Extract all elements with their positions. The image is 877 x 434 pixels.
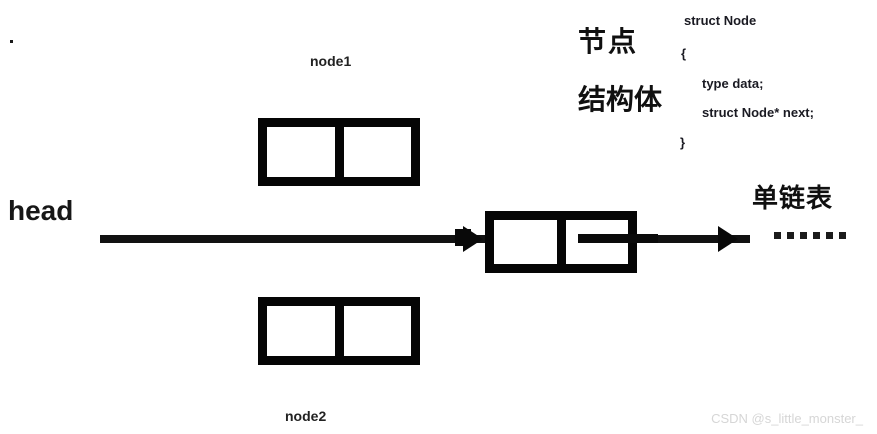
code-line-next-member: struct Node* next;	[702, 105, 814, 120]
linked-list-spine-line	[100, 235, 750, 243]
ellipsis-dot	[839, 232, 846, 239]
ellipsis-dots	[774, 232, 846, 239]
ellipsis-dot	[787, 232, 794, 239]
code-line-open-brace: {	[681, 46, 687, 61]
node1-box	[258, 118, 420, 186]
node2-caption: node2	[285, 408, 327, 424]
arrowhead-into-node-icon	[463, 226, 483, 252]
next-pointer-stub	[578, 234, 658, 243]
ellipsis-dot	[813, 232, 820, 239]
node2-data-cell	[267, 306, 344, 356]
stray-dot-artifact	[10, 40, 13, 43]
head-label: head	[8, 195, 74, 226]
arrowhead-tail-icon	[718, 226, 738, 252]
annotation-linked-list-cn: 单链表	[752, 184, 834, 214]
node2-box	[258, 297, 420, 365]
annotation-struct-cn: 结构体	[578, 83, 663, 116]
ellipsis-dot	[826, 232, 833, 239]
annotation-node-cn: 节点	[578, 25, 639, 58]
ellipsis-dot	[774, 232, 781, 239]
middle-node-data-cell	[494, 220, 566, 264]
code-line-data-member: type data;	[702, 76, 764, 91]
node1-caption: node1	[310, 53, 352, 69]
code-line-close-brace: }	[680, 135, 686, 150]
watermark: CSDN @s_little_monster_	[711, 411, 863, 426]
node2-next-cell	[343, 306, 411, 356]
ellipsis-dot	[800, 232, 807, 239]
code-line-struct-decl: struct Node	[684, 13, 757, 28]
node1-data-cell	[267, 127, 344, 177]
node1-next-cell	[343, 127, 411, 177]
